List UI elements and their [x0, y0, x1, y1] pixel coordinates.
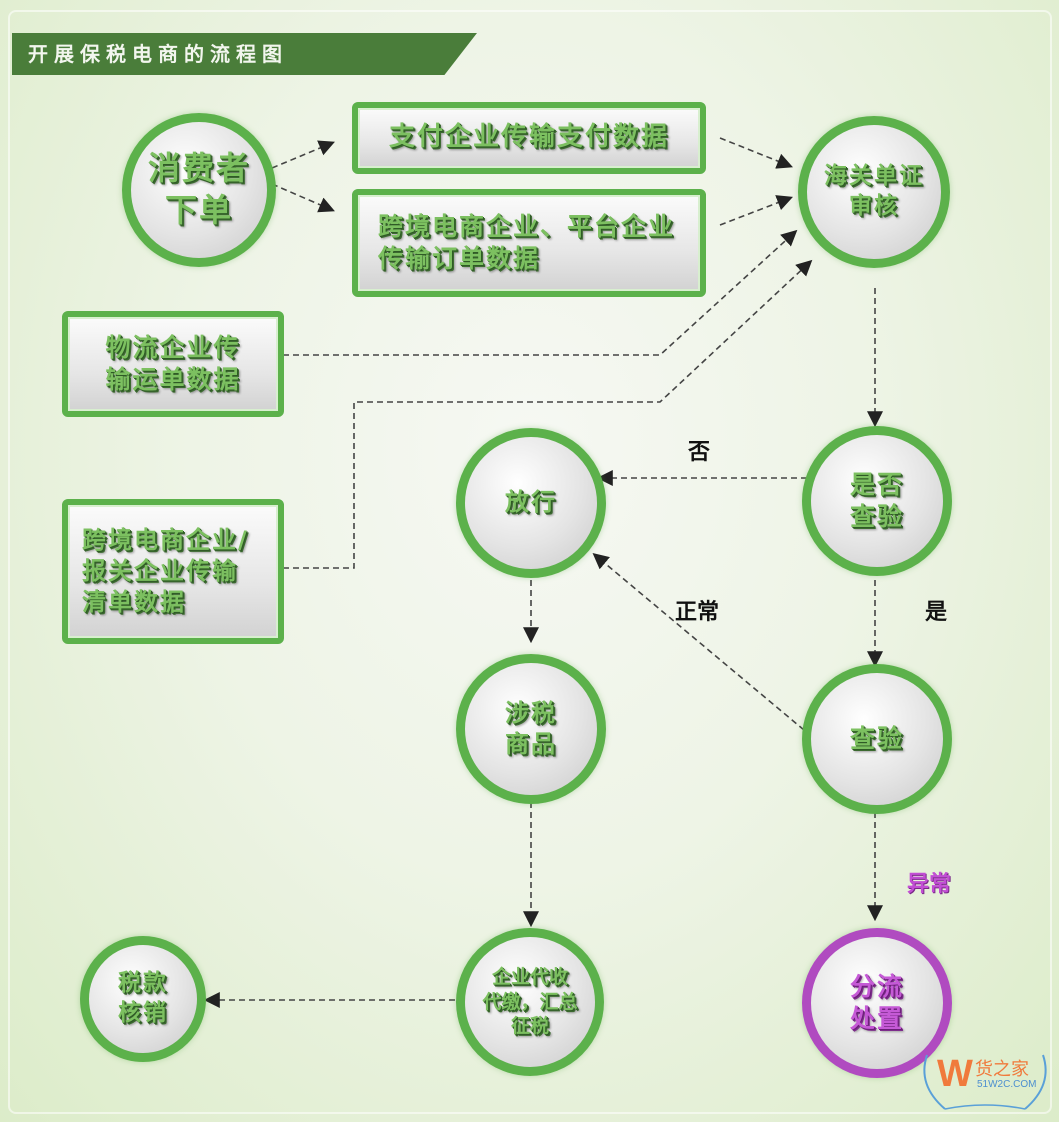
node-release: 放行	[456, 428, 606, 578]
node-label: 下单	[164, 191, 233, 229]
diagram-frame	[8, 10, 1052, 1114]
node-label: 核销	[118, 1000, 168, 1026]
node-label: 跨境电商企业/	[82, 525, 249, 554]
edge-label-abnormal: 异常	[907, 872, 952, 897]
node-label: 报关企业传输	[82, 556, 238, 585]
node-customs-review: 海关单证 审核	[798, 116, 950, 268]
node-label: 输运单数据	[105, 365, 241, 394]
node-label: 征税	[510, 1015, 549, 1038]
node-label: 查验	[849, 723, 904, 753]
node-label: 企业代收	[491, 965, 568, 988]
watermark-site: 51W2C.COM	[977, 1079, 1037, 1090]
node-label: 放行	[505, 488, 557, 517]
node-tax-collection: 企业代收 代缴，汇总 征税	[456, 928, 604, 1076]
node-order-data: 跨境电商企业、平台企业 传输订单数据	[352, 189, 706, 297]
edge-order-customs	[719, 195, 793, 226]
edge-label-no: 否	[688, 440, 711, 465]
page-title: 开展保税电商的流程图	[28, 42, 288, 66]
node-label: 查验	[849, 502, 904, 531]
edge-manifest-customs	[283, 259, 813, 569]
edge-logistics-customs	[283, 229, 798, 356]
watermark-name: 货之家	[975, 1059, 1029, 1080]
edge-label-normal: 正常	[675, 600, 720, 625]
node-diversion: 分流 处置	[802, 928, 952, 1078]
title-banner	[12, 33, 477, 75]
node-logistics-data: 物流企业传 输运单数据	[62, 311, 284, 417]
node-label: 消费者	[147, 149, 250, 188]
node-label: 海关单证	[824, 163, 924, 190]
edge-consumer-payment	[271, 140, 335, 169]
node-label: 物流企业传	[105, 332, 241, 362]
edge-consumer-order	[271, 183, 335, 213]
node-tax-writeoff: 税款 核销	[80, 936, 206, 1062]
node-label: 涉税	[505, 698, 557, 727]
node-label: 税款	[118, 970, 168, 997]
node-label: 审核	[849, 193, 899, 219]
edge-inspection-release	[592, 552, 805, 731]
edge-label-yes: 是	[925, 600, 948, 625]
node-manifest-data: 跨境电商企业/ 报关企业传输 清单数据	[62, 499, 284, 644]
node-label: 是否	[849, 469, 904, 499]
node-label: 代缴，汇总	[482, 990, 578, 1013]
node-label: 清单数据	[82, 588, 186, 617]
node-consumer-order: 消费者 下单	[122, 113, 276, 267]
node-label: 支付企业传输支付数据	[388, 122, 669, 153]
node-label: 处置	[849, 1004, 904, 1033]
node-label: 商品	[505, 730, 557, 758]
node-inspect-decision: 是否 查验	[802, 426, 952, 576]
edge-payment-customs	[719, 137, 793, 169]
node-label: 分流	[849, 971, 904, 1001]
node-taxable-goods: 涉税 商品	[456, 654, 606, 804]
node-inspection: 查验	[802, 664, 952, 814]
node-payment-data: 支付企业传输支付数据	[352, 102, 706, 174]
node-label: 跨境电商企业、平台企业	[378, 211, 676, 241]
node-label: 传输订单数据	[378, 244, 541, 273]
watermark-letter: W	[937, 1053, 973, 1095]
watermark-logo: W 货之家 51W2C.COM	[915, 1045, 1055, 1117]
laurel-icon	[923, 1054, 1047, 1110]
